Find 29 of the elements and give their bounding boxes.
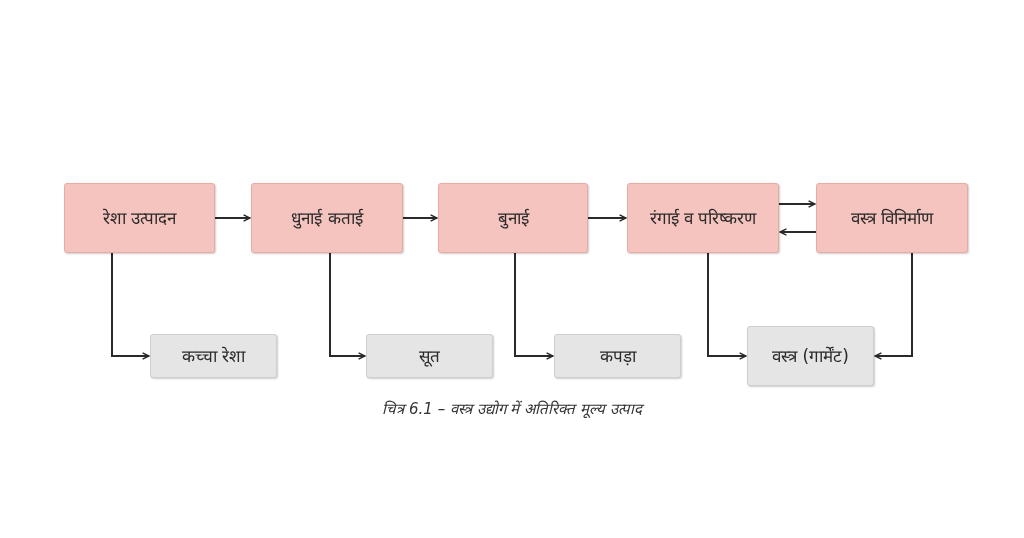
process-box: [816, 183, 968, 253]
process-box: [627, 183, 779, 253]
node-label: कपड़ा: [599, 344, 636, 368]
output-box: [366, 334, 493, 378]
arrow: [214, 214, 251, 222]
node-label: सूत: [419, 344, 440, 368]
arrow: [111, 252, 150, 360]
arrow: [874, 252, 913, 360]
node-label: रेशा उत्पादन: [102, 206, 177, 230]
node-label: वस्त्र विनिर्माण: [850, 206, 934, 230]
node-label: बुनाई: [497, 206, 529, 230]
node-label: कच्चा रेशा: [181, 344, 246, 368]
process-box: [64, 183, 215, 253]
arrow: [707, 252, 747, 360]
output-box: [150, 334, 277, 378]
arrow: [587, 214, 627, 222]
output-box: [747, 326, 874, 386]
figure-caption: चित्र 6.1 – वस्त्र उद्योग में अतिरिक्त मूल्य उत्पाद: [0, 398, 1024, 418]
process-box: [438, 183, 588, 253]
arrow: [402, 214, 438, 222]
arrow: [779, 228, 817, 236]
node-label: धुनाई कताई: [291, 206, 363, 230]
arrow: [514, 252, 554, 360]
arrow: [329, 252, 366, 360]
node-label: रंगाई व परिष्करण: [649, 206, 757, 230]
output-box: [554, 334, 681, 378]
arrow: [778, 200, 816, 208]
node-label: वस्त्र (गार्मेंट): [772, 344, 849, 368]
process-box: [251, 183, 403, 253]
